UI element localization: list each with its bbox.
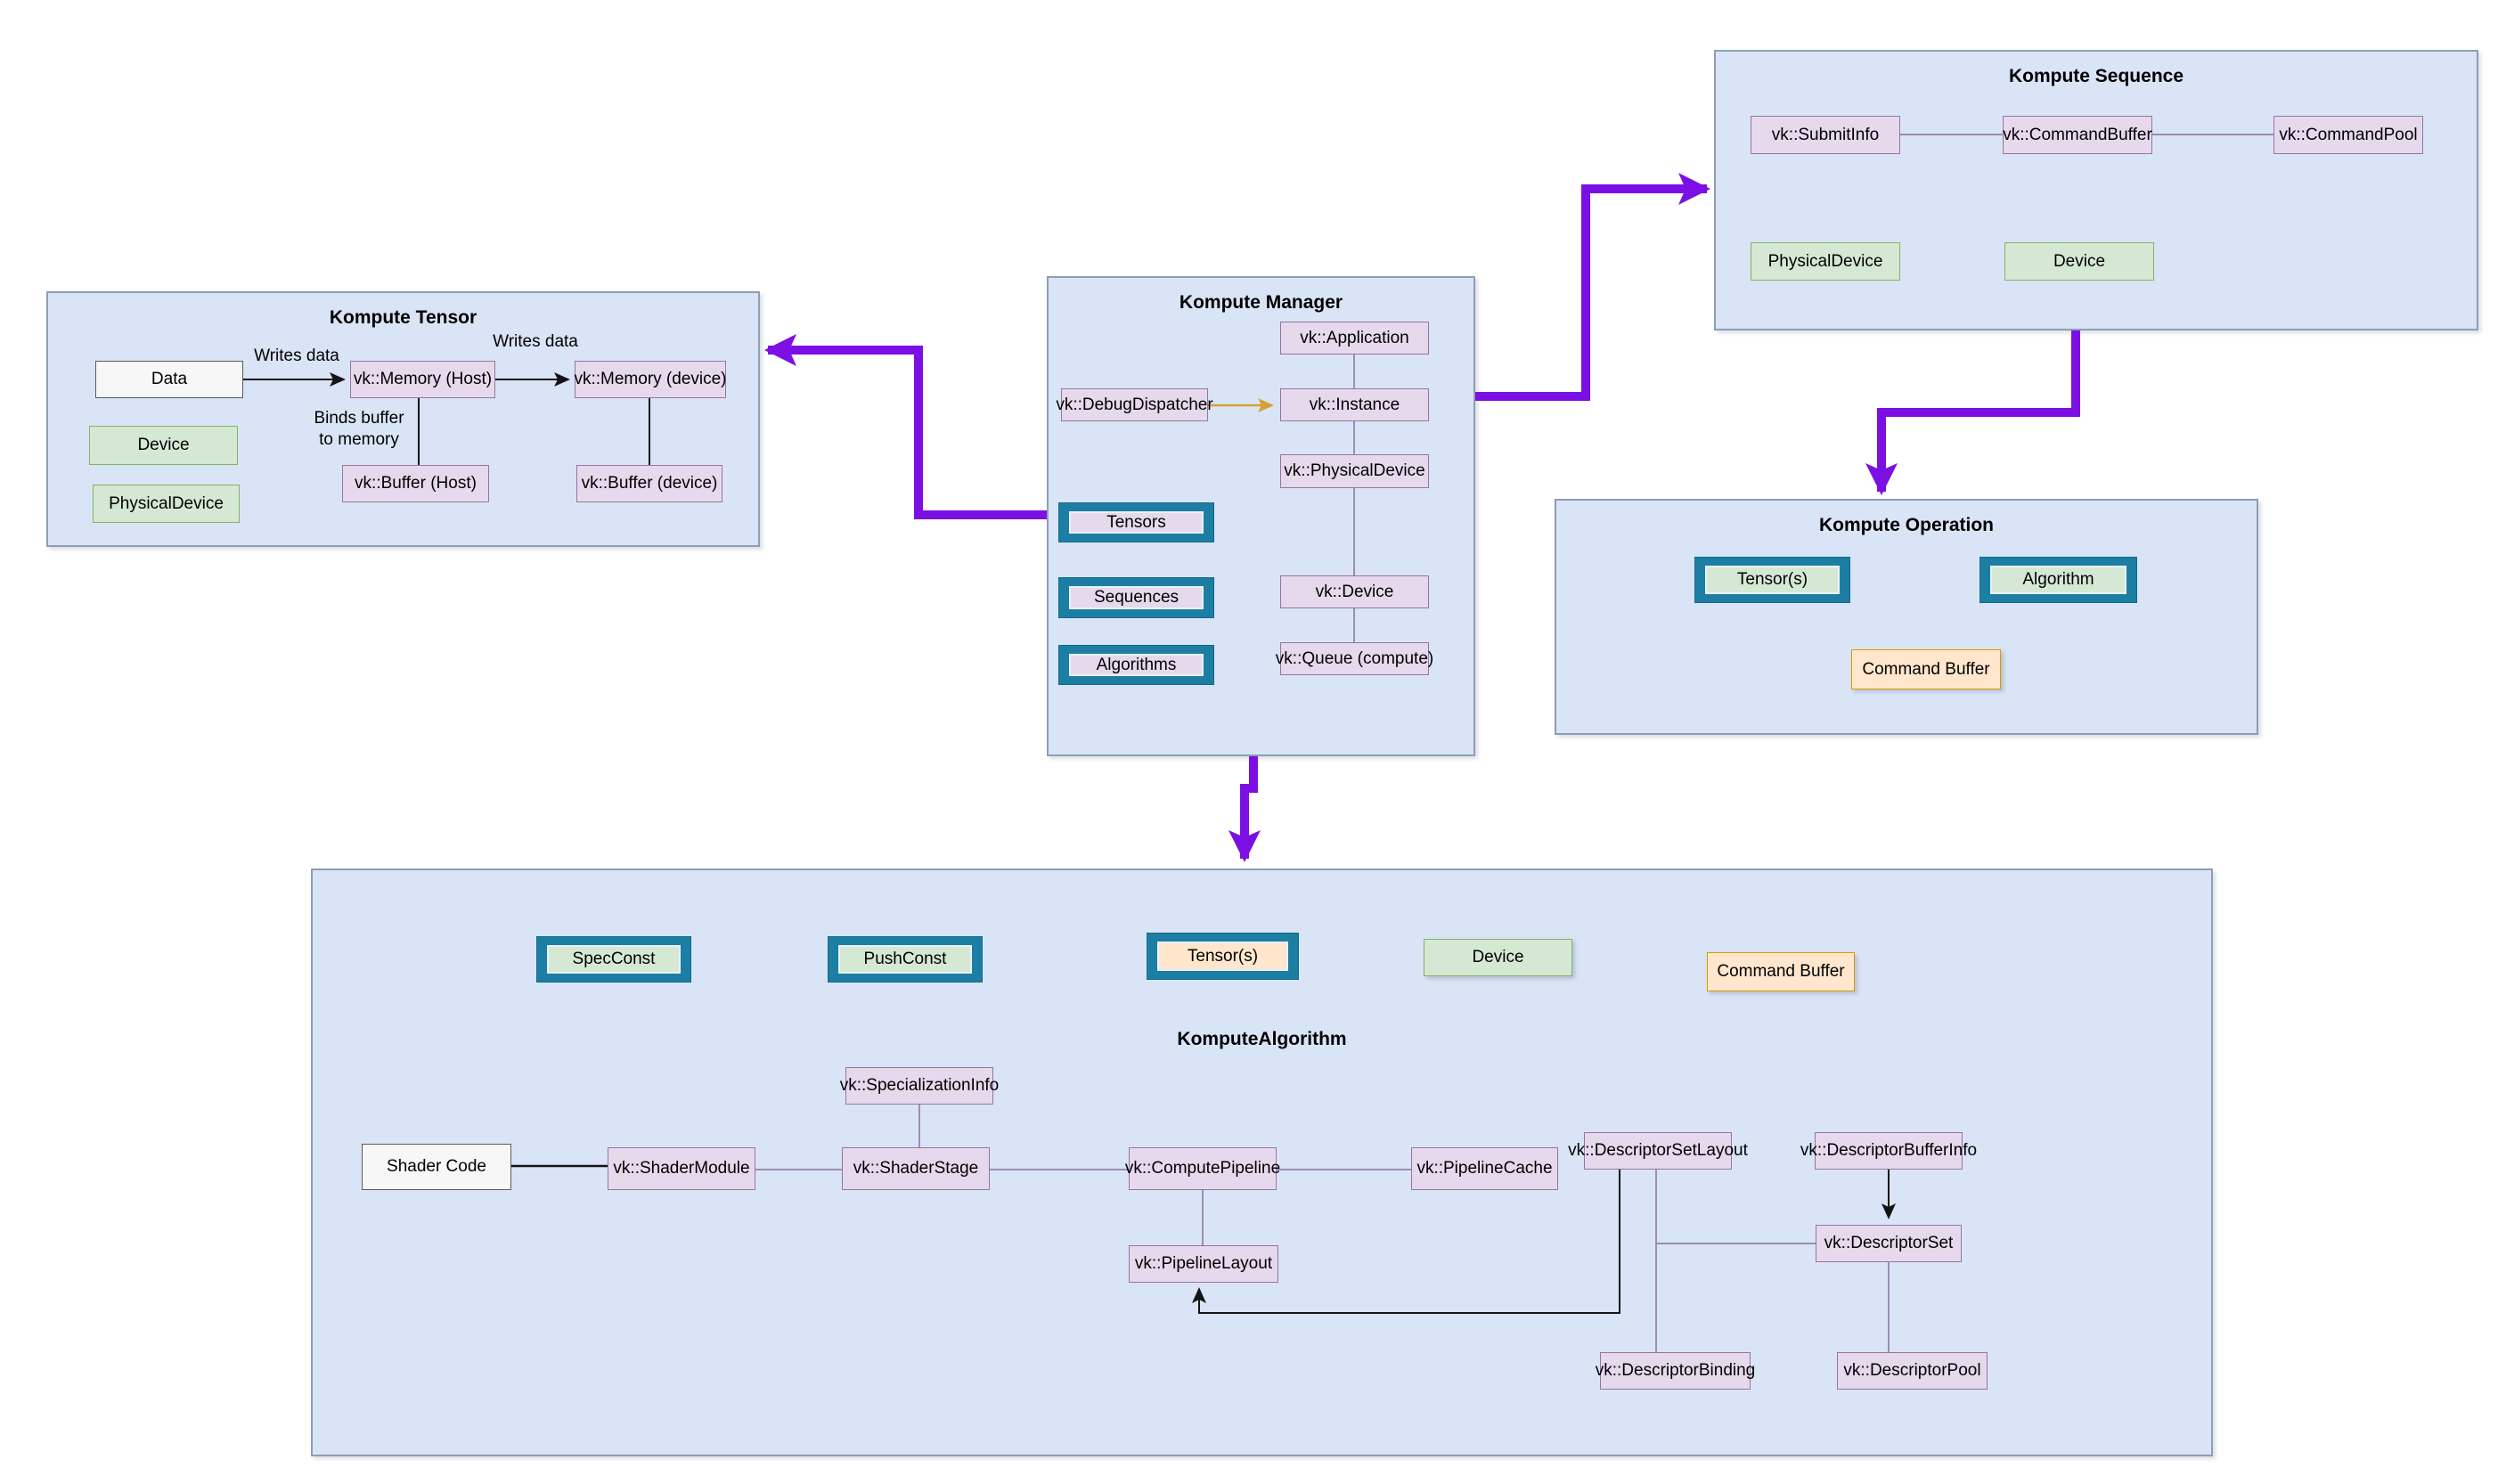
node-tensor-device: Device bbox=[89, 426, 238, 465]
node-manager-algorithms-label: Algorithms bbox=[1069, 654, 1204, 676]
node-algorithm-tensors: Tensor(s) bbox=[1147, 933, 1299, 980]
node-manager-sequences: Sequences bbox=[1058, 577, 1214, 618]
node-vk-shaderstage: vk::ShaderStage bbox=[842, 1147, 990, 1190]
node-vk-memory-host: vk::Memory (Host) bbox=[350, 361, 495, 398]
node-manager-algorithms: Algorithms bbox=[1058, 645, 1214, 685]
node-data: Data bbox=[95, 361, 243, 398]
node-algorithm-tensors-label: Tensor(s) bbox=[1157, 942, 1288, 971]
node-vk-descriptorbufferinfo: vk::DescriptorBufferInfo bbox=[1800, 1132, 1977, 1170]
node-manager-tensors: Tensors bbox=[1058, 502, 1214, 542]
node-operation-tensors-label: Tensor(s) bbox=[1705, 566, 1840, 594]
group-kompute-operation: Kompute Operation bbox=[1555, 499, 2258, 735]
group-kompute-sequence: Kompute Sequence bbox=[1714, 50, 2478, 330]
flow-arrow-manager-to-tensor bbox=[764, 333, 1047, 519]
node-vk-application: vk::Application bbox=[1280, 322, 1429, 355]
node-operation-tensors: Tensor(s) bbox=[1694, 557, 1850, 603]
label-binds-buffer: Binds buffer to memory bbox=[303, 408, 415, 451]
node-vk-device: vk::Device bbox=[1280, 575, 1429, 608]
node-pushconst-label: PushConst bbox=[838, 945, 972, 974]
label-writes-data-2: Writes data bbox=[493, 332, 578, 351]
node-vk-descriptorbinding: vk::DescriptorBinding bbox=[1596, 1352, 1755, 1390]
group-kompute-algorithm-title: KomputeAlgorithm bbox=[1177, 1029, 1347, 1049]
group-kompute-sequence-title: Kompute Sequence bbox=[2008, 66, 2184, 86]
node-vk-specializationinfo: vk::SpecializationInfo bbox=[840, 1067, 999, 1105]
node-vk-computepipeline: vk::ComputePipeline bbox=[1125, 1147, 1280, 1190]
node-manager-tensors-label: Tensors bbox=[1069, 511, 1204, 534]
group-kompute-manager-title: Kompute Manager bbox=[1179, 292, 1343, 313]
node-vk-debugdispatcher: vk::DebugDispatcher bbox=[1056, 388, 1213, 421]
node-vk-queue-compute: vk::Queue (compute) bbox=[1276, 642, 1433, 675]
node-specconst: SpecConst bbox=[536, 936, 691, 983]
label-binds-buffer-line1: Binds buffer bbox=[314, 409, 404, 428]
node-tensor-physicaldevice: PhysicalDevice bbox=[93, 485, 240, 523]
node-vk-descriptorset: vk::DescriptorSet bbox=[1816, 1225, 1962, 1262]
node-vk-buffer-host: vk::Buffer (Host) bbox=[342, 465, 489, 502]
node-vk-physicaldevice: vk::PhysicalDevice bbox=[1280, 454, 1429, 488]
group-kompute-tensor-title: Kompute Tensor bbox=[329, 307, 478, 328]
node-vk-shadermodule: vk::ShaderModule bbox=[608, 1147, 755, 1190]
node-shader-code: Shader Code bbox=[362, 1144, 511, 1190]
node-sequence-device: Device bbox=[2004, 242, 2154, 281]
node-vk-pipelinecache: vk::PipelineCache bbox=[1411, 1147, 1558, 1190]
flow-arrow-manager-to-sequence bbox=[1475, 173, 1710, 401]
label-writes-data-1: Writes data bbox=[254, 347, 339, 365]
node-manager-sequences-label: Sequences bbox=[1069, 586, 1204, 609]
node-operation-commandbuffer: Command Buffer bbox=[1851, 649, 2001, 689]
node-vk-submitinfo: vk::SubmitInfo bbox=[1751, 116, 1900, 154]
node-operation-algorithm: Algorithm bbox=[1979, 557, 2137, 603]
node-specconst-label: SpecConst bbox=[547, 945, 681, 974]
node-vk-buffer-device: vk::Buffer (device) bbox=[576, 465, 722, 502]
flow-arrow-sequence-to-operation bbox=[1865, 330, 2080, 495]
edge-descriptorsetlayout-to-pipelinelayout bbox=[1192, 1170, 1620, 1314]
label-binds-buffer-line2: to memory bbox=[319, 429, 399, 449]
node-algorithm-device: Device bbox=[1424, 939, 1572, 976]
node-vk-commandpool: vk::CommandPool bbox=[2273, 116, 2423, 154]
node-vk-descriptorpool: vk::DescriptorPool bbox=[1837, 1352, 1988, 1390]
group-kompute-operation-title: Kompute Operation bbox=[1818, 515, 1994, 535]
node-sequence-physicaldevice: PhysicalDevice bbox=[1751, 242, 1900, 281]
node-vk-descriptorsetlayout: vk::DescriptorSetLayout bbox=[1568, 1132, 1748, 1170]
node-vk-memory-device: vk::Memory (device) bbox=[574, 361, 727, 398]
node-algorithm-commandbuffer: Command Buffer bbox=[1707, 952, 1855, 991]
node-vk-instance: vk::Instance bbox=[1280, 388, 1429, 421]
node-pushconst: PushConst bbox=[828, 936, 983, 983]
node-vk-pipelinelayout: vk::PipelineLayout bbox=[1129, 1245, 1278, 1283]
flow-arrow-manager-to-algorithm bbox=[1228, 756, 1261, 862]
node-vk-commandbuffer: vk::CommandBuffer bbox=[2003, 116, 2152, 154]
node-operation-algorithm-label: Algorithm bbox=[1990, 566, 2126, 594]
